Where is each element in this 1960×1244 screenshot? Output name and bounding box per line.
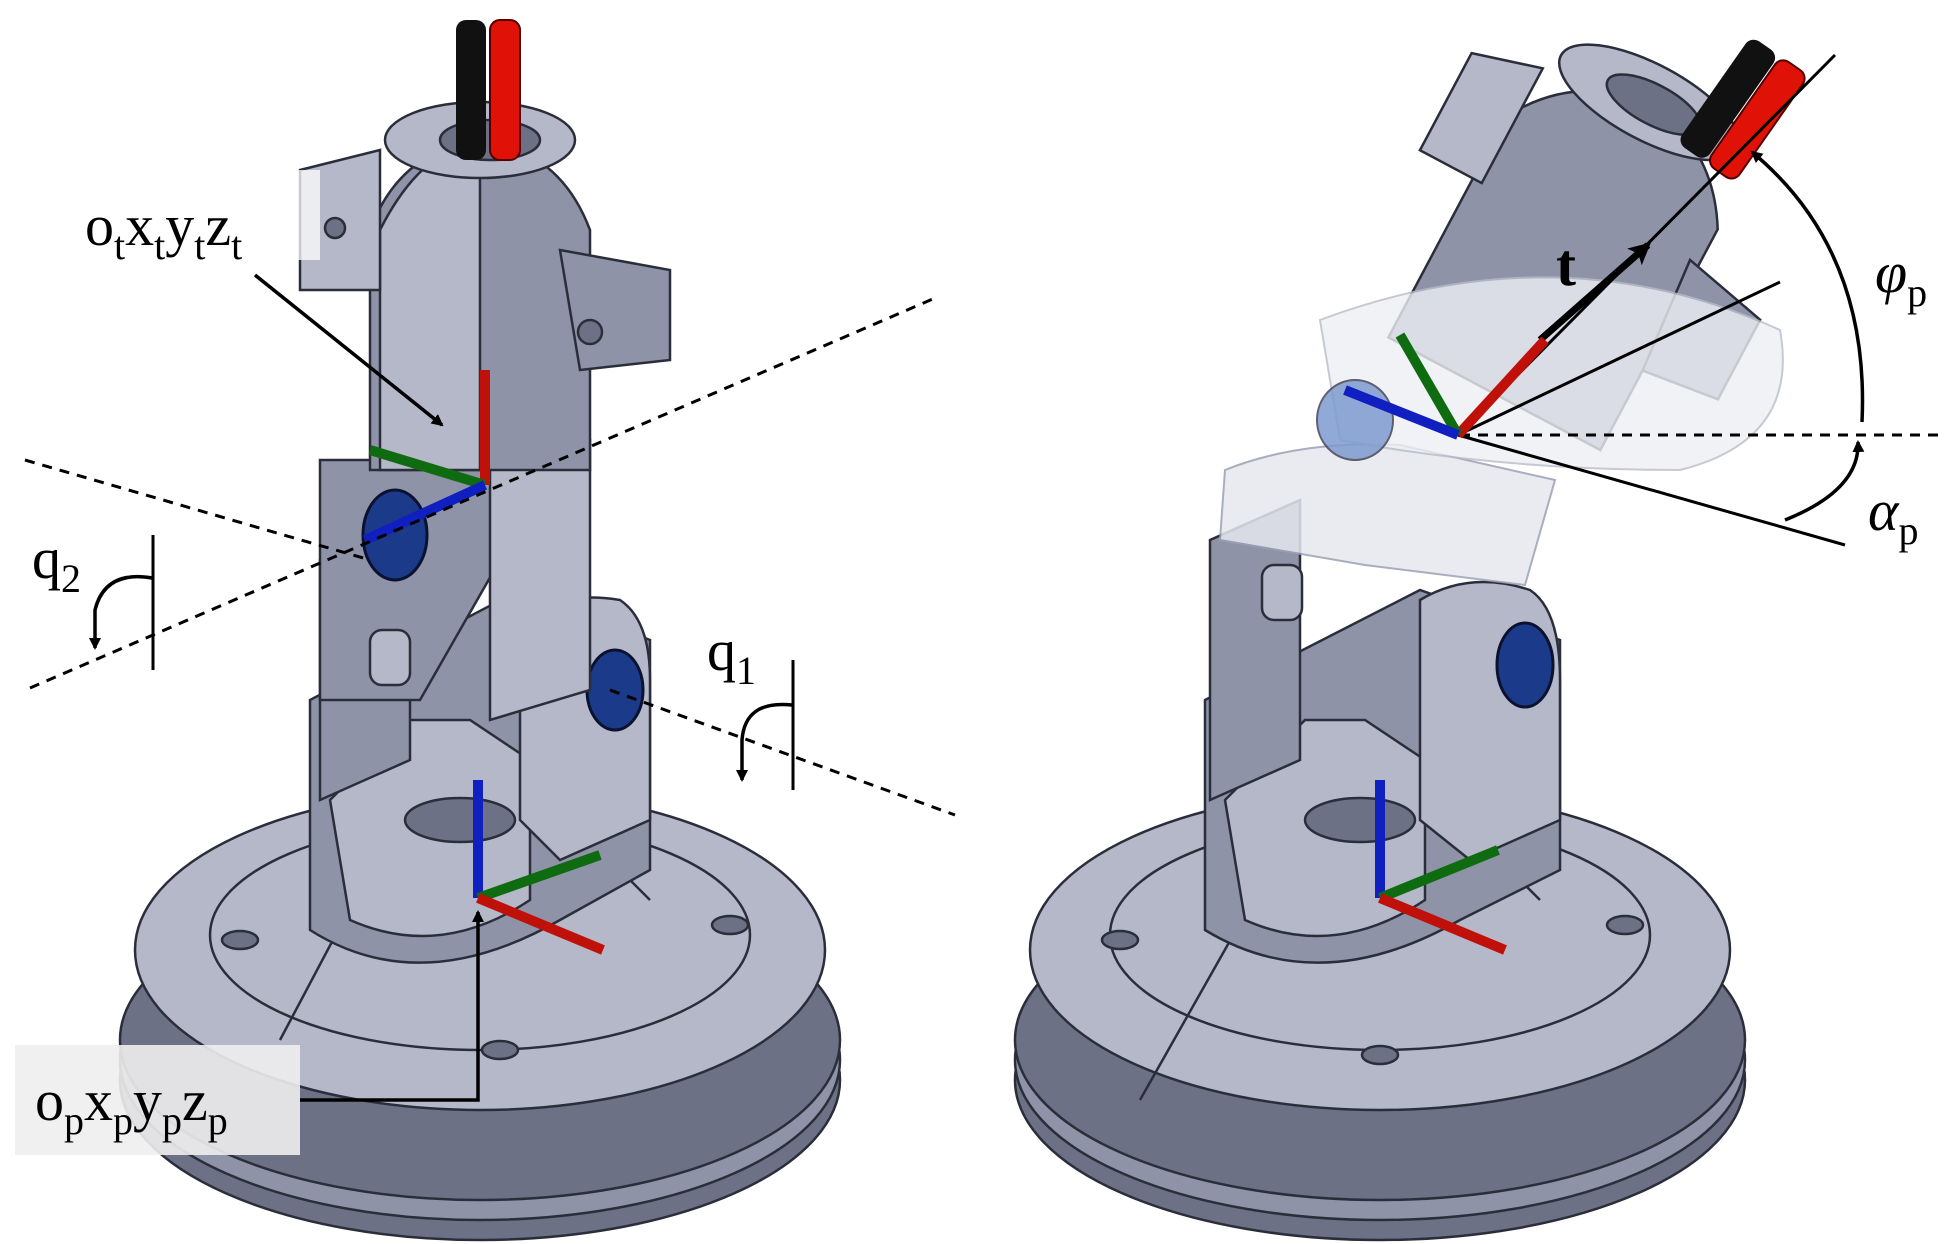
joint2-rotation-arrow — [89, 574, 153, 650]
r-projection-line — [1457, 280, 1781, 437]
r-fork-right — [1418, 580, 1562, 862]
right-labels: t φp αp — [1556, 232, 1927, 553]
base-frame-leader — [300, 910, 484, 1102]
r-base-axis-y — [1378, 845, 1500, 903]
tool-frame-leader — [253, 273, 444, 427]
clip — [368, 628, 412, 687]
tool-frame-label: otxtytzt — [85, 193, 242, 268]
r-translucent-sweep — [1318, 276, 1784, 472]
column-hole — [403, 796, 517, 844]
r-flange — [1418, 51, 1545, 185]
left-mechanism — [24, 19, 956, 1242]
joint2-axis-line-a — [24, 458, 371, 562]
base-frame-label: opxpypzp — [35, 1068, 228, 1143]
joint1-axis-line — [609, 688, 956, 817]
r-tool-vector — [1537, 242, 1652, 343]
cable-red — [489, 19, 521, 161]
flange-right — [558, 248, 672, 372]
joint2-axis-line-b — [29, 296, 936, 690]
base-axis-x — [476, 893, 605, 955]
base-hole-2 — [710, 914, 750, 936]
joint1-sensor — [585, 648, 645, 732]
joint1-label: q1 — [707, 618, 756, 693]
joint2-sensor — [361, 488, 429, 582]
tool-axis-z — [362, 480, 488, 545]
r-lower-line — [1457, 433, 1846, 547]
base-hole-3 — [480, 1039, 520, 1061]
joint1-rotation-arrow — [736, 702, 793, 782]
cable-black — [456, 20, 486, 160]
r-tool-axis-z — [1343, 385, 1460, 440]
r-tool-axis-x — [1454, 336, 1549, 439]
alpha-label: αp — [1868, 478, 1918, 553]
r-joint1-sensor — [1495, 621, 1555, 709]
joint2-label: q2 — [32, 526, 81, 601]
tool-vector-label: t — [1556, 232, 1576, 298]
r-cable-black — [1680, 39, 1776, 158]
base-axis-y — [476, 850, 602, 903]
r-base-axis-x — [1378, 893, 1507, 955]
r-phi-arc — [1750, 150, 1865, 423]
left-labels: otxtytzt opxpypzp q2 q1 — [15, 170, 756, 1155]
right-mechanism — [1013, 39, 1945, 1242]
middle-block-front — [488, 438, 592, 722]
r-alpha-arc — [1784, 440, 1865, 522]
base-hole-1 — [220, 929, 260, 951]
tool-axis-y — [368, 445, 487, 490]
phi-label: φp — [1875, 240, 1927, 315]
r-tool-axis-y — [1395, 332, 1463, 438]
